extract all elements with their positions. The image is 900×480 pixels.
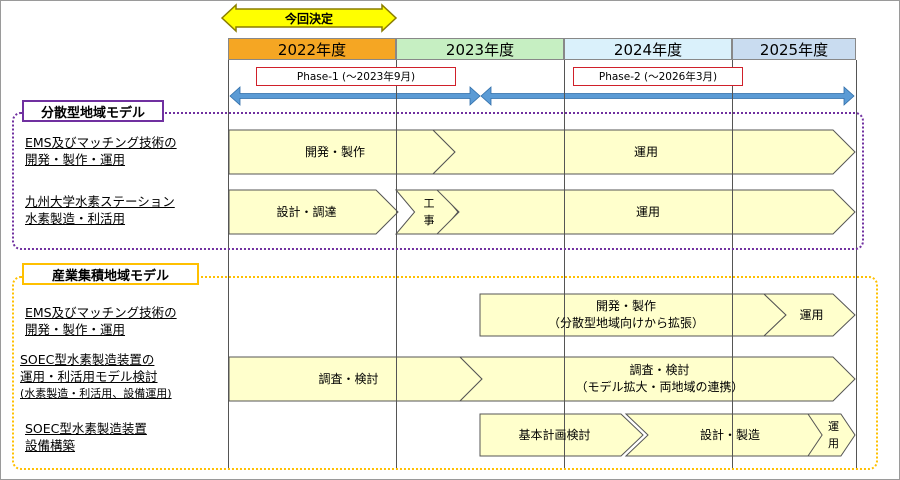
grid-line — [732, 60, 733, 470]
task-label-line: 運用・利活用モデル検討 — [20, 369, 158, 384]
task-bar-label-0-1: 運用 — [633, 144, 658, 159]
task-label-soec-build: SOEC型水素製造装置 設備構築 — [25, 420, 147, 454]
task-bar-2-1 — [762, 293, 856, 337]
task-label-line: SOEC型水素製造装置の — [20, 352, 155, 367]
task-bar-label-3-0: 調査・検討 — [318, 371, 379, 386]
task-bar-label-4-0: 基本計画検討 — [518, 427, 591, 442]
task-bar-label-1-2: 運用 — [635, 204, 660, 219]
group-title-industrial: 産業集積地域モデル — [22, 263, 199, 285]
task-label-line: 設備構築 — [25, 438, 76, 453]
task-label-line: 開発・製作・運用 — [25, 152, 126, 167]
task-bar-1-0 — [228, 189, 399, 235]
year-header-2023: 2023年度 — [396, 38, 564, 60]
task-bar-label-1-1: 工 事 — [423, 197, 435, 227]
task-label-line: SOEC型水素製造装置 — [25, 421, 147, 436]
task-label-ems-industrial: EMS及びマッチング技術の 開発・製作・運用 — [25, 304, 177, 338]
group-box-distributed — [12, 112, 864, 250]
task-bar-label-0-0: 開発・製作 — [304, 144, 365, 159]
decision-arrow — [220, 3, 398, 33]
task-label-line: 水素製造・利活用 — [25, 211, 126, 226]
group-title-distributed: 分散型地域モデル — [22, 100, 164, 122]
task-bar-label-4-1: 設計・製造 — [699, 427, 760, 442]
phase-1-arrow — [229, 86, 481, 106]
year-header-2025: 2025年度 — [732, 38, 856, 60]
task-label-line: 開発・製作・運用 — [25, 322, 126, 337]
grid-line — [856, 60, 857, 470]
task-bar-label-2-1: 運用 — [799, 307, 824, 322]
grid-line — [228, 60, 229, 470]
task-label-ems-distributed: EMS及びマッチング技術の 開発・製作・運用 — [25, 134, 177, 168]
task-label-soec-model: SOEC型水素製造装置の 運用・利活用モデル検討 (水素製造・利活用、設備運用) — [20, 351, 172, 402]
group-box-industrial — [12, 276, 878, 470]
task-label-line: EMS及びマッチング技術の — [25, 135, 177, 150]
task-bar-4-0 — [479, 413, 644, 457]
phase-1-label: Phase-1 (～2023年9月) — [256, 67, 456, 86]
year-header-2022: 2022年度 — [228, 38, 396, 60]
decision-label: 今回決定 — [284, 11, 333, 26]
task-bar-1-2 — [435, 189, 856, 235]
task-bar-label-3-1: 調査・検討 （モデル拡大・両地域の連携） — [575, 363, 744, 394]
grid-line — [396, 60, 397, 470]
phase-2-arrow — [480, 86, 855, 106]
year-header-2024: 2024年度 — [564, 38, 732, 60]
task-label-line: EMS及びマッチング技術の — [25, 305, 177, 320]
phase-2-label: Phase-2 (～2026年3月) — [573, 67, 743, 86]
task-bar-label-1-0: 設計・調達 — [276, 204, 337, 219]
task-bar-label-4-2: 運 用 — [828, 420, 839, 450]
task-label-kyushu-station: 九州大学水素ステーション 水素製造・利活用 — [25, 193, 175, 227]
task-bar-0-1 — [431, 129, 856, 175]
grid-line — [564, 60, 565, 470]
task-label-line: (水素製造・利活用、設備運用) — [20, 387, 172, 400]
task-label-line: 九州大学水素ステーション — [25, 194, 175, 209]
task-bar-label-2-0: 開発・製作 （分散型地域向けから拡張） — [547, 299, 704, 330]
task-bar-3-1 — [458, 356, 856, 402]
task-bar-4-2 — [807, 413, 856, 457]
